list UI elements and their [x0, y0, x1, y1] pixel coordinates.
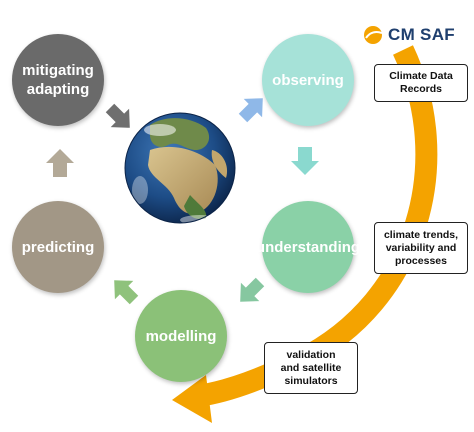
arrow-observing-to-understanding: [291, 147, 319, 175]
callout-trends-line1: climate trends,: [383, 228, 459, 241]
stage-observing-label: observing: [272, 71, 344, 89]
arrow-globe-to-observing: [238, 98, 263, 123]
stage-understanding: understanding: [256, 201, 360, 293]
stage-understanding-label: understanding: [255, 238, 361, 256]
callout-cdr-line2: Records: [399, 83, 442, 95]
stage-modelling-label: modelling: [145, 327, 217, 345]
callout-cdr-line1: Climate Data: [389, 70, 453, 82]
arrow-predicting-to-mitigating: [46, 149, 74, 177]
arrow-modelling-to-predicting: [114, 280, 139, 305]
stage-observing: observing: [262, 34, 354, 126]
stage-predicting-label: predicting: [21, 238, 95, 256]
callout-trends-line3: processes: [395, 254, 447, 267]
orange-arrowhead: [172, 375, 212, 423]
brand-name: CM SAF: [388, 25, 455, 44]
orange-cycle-arrow: [196, 45, 438, 407]
callout-validation-line3: simulators: [284, 374, 338, 387]
callout-climate-trends: climate trends, variability and processe…: [374, 222, 468, 274]
stage-mitigating-line1: mitigating: [22, 62, 94, 79]
callout-validation: validation and satellite simulators: [264, 342, 358, 394]
stage-predicting: predicting: [12, 201, 104, 293]
earth-globe-icon: [124, 112, 236, 225]
sun-logo-icon: [364, 26, 383, 44]
callout-climate-data-records: Climate Data Records: [374, 64, 468, 102]
callout-validation-line1: validation: [286, 348, 336, 361]
stage-mitigating-adapting: mitigating adapting: [12, 34, 104, 126]
stage-modelling: modelling: [135, 290, 227, 382]
callout-validation-line2: and satellite: [280, 361, 342, 374]
cm-saf-logo: CM SAF: [362, 24, 455, 46]
arrow-understanding-to-modelling: [240, 277, 265, 302]
arrow-mitigating-to-globe: [105, 103, 130, 128]
stage-mitigating-line2: adapting: [26, 81, 90, 98]
callout-trends-line2: variability and: [385, 241, 457, 254]
